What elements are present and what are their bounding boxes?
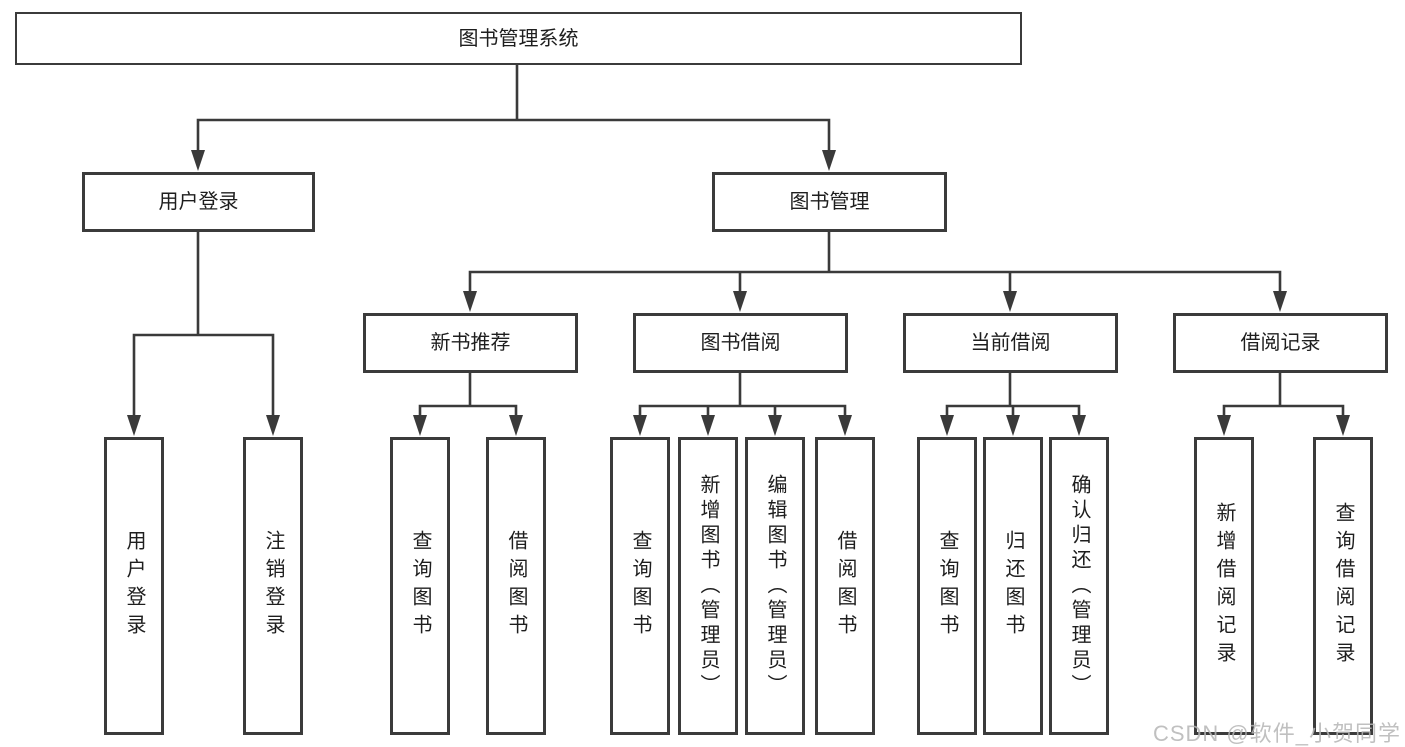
leaf-query-books-current: 查询图书 — [917, 437, 977, 735]
node-book-borrowing: 图书借阅 — [633, 313, 848, 373]
node-label: 新增图书（管理员） — [697, 473, 719, 699]
node-label: 图书管理系统 — [458, 27, 579, 50]
leaf-return-books: 归还图书 — [983, 437, 1043, 735]
node-label: 新增借阅记录 — [1213, 502, 1235, 670]
node-label: 查询图书 — [409, 530, 431, 642]
node-label: 当前借阅 — [970, 332, 1051, 354]
node-label: 编辑图书（管理员） — [764, 473, 786, 699]
node-user-login: 用户登录 — [82, 172, 315, 232]
node-label: 查询图书 — [629, 530, 651, 642]
leaf-add-books-admin: 新增图书（管理员） — [678, 437, 738, 735]
node-label: 借阅图书 — [505, 530, 527, 642]
csdn-watermark: CSDN @软件_小贺同学 — [1152, 721, 1401, 746]
node-label: 图书管理 — [789, 191, 870, 213]
node-library-management-system: 图书管理系统 — [15, 12, 1022, 65]
arrowhead-triangles — [127, 150, 1350, 436]
leaf-user-login: 用户登录 — [104, 437, 164, 735]
node-label: 借阅图书 — [834, 530, 856, 642]
leaf-borrow-books-recommend: 借阅图书 — [486, 437, 546, 735]
leaf-query-borrow-record: 查询借阅记录 — [1313, 437, 1373, 735]
node-label: 确认归还（管理员） — [1068, 473, 1090, 699]
node-book-management: 图书管理 — [712, 172, 947, 232]
node-current-borrowing: 当前借阅 — [903, 313, 1118, 373]
leaf-edit-books-admin: 编辑图书（管理员） — [745, 437, 805, 735]
node-label: 用户登录 — [158, 191, 239, 213]
leaf-logout: 注销登录 — [243, 437, 303, 735]
node-label: 归还图书 — [1002, 530, 1024, 642]
leaf-query-books-borrow: 查询图书 — [610, 437, 670, 735]
node-new-book-recommendation: 新书推荐 — [363, 313, 578, 373]
node-label: 借阅记录 — [1240, 332, 1321, 354]
node-label: 查询借阅记录 — [1332, 502, 1354, 670]
node-label: 注销登录 — [262, 530, 284, 642]
leaf-borrow-books: 借阅图书 — [815, 437, 875, 735]
node-label: 图书借阅 — [700, 332, 781, 354]
node-label: 查询图书 — [936, 530, 958, 642]
node-label: 用户登录 — [123, 530, 145, 642]
node-label: 新书推荐 — [430, 332, 511, 354]
node-borrowing-records: 借阅记录 — [1173, 313, 1388, 373]
leaf-query-books-recommend: 查询图书 — [390, 437, 450, 735]
leaf-add-borrow-record: 新增借阅记录 — [1194, 437, 1254, 735]
leaf-confirm-return-admin: 确认归还（管理员） — [1049, 437, 1109, 735]
connector-lines — [132, 63, 1345, 419]
